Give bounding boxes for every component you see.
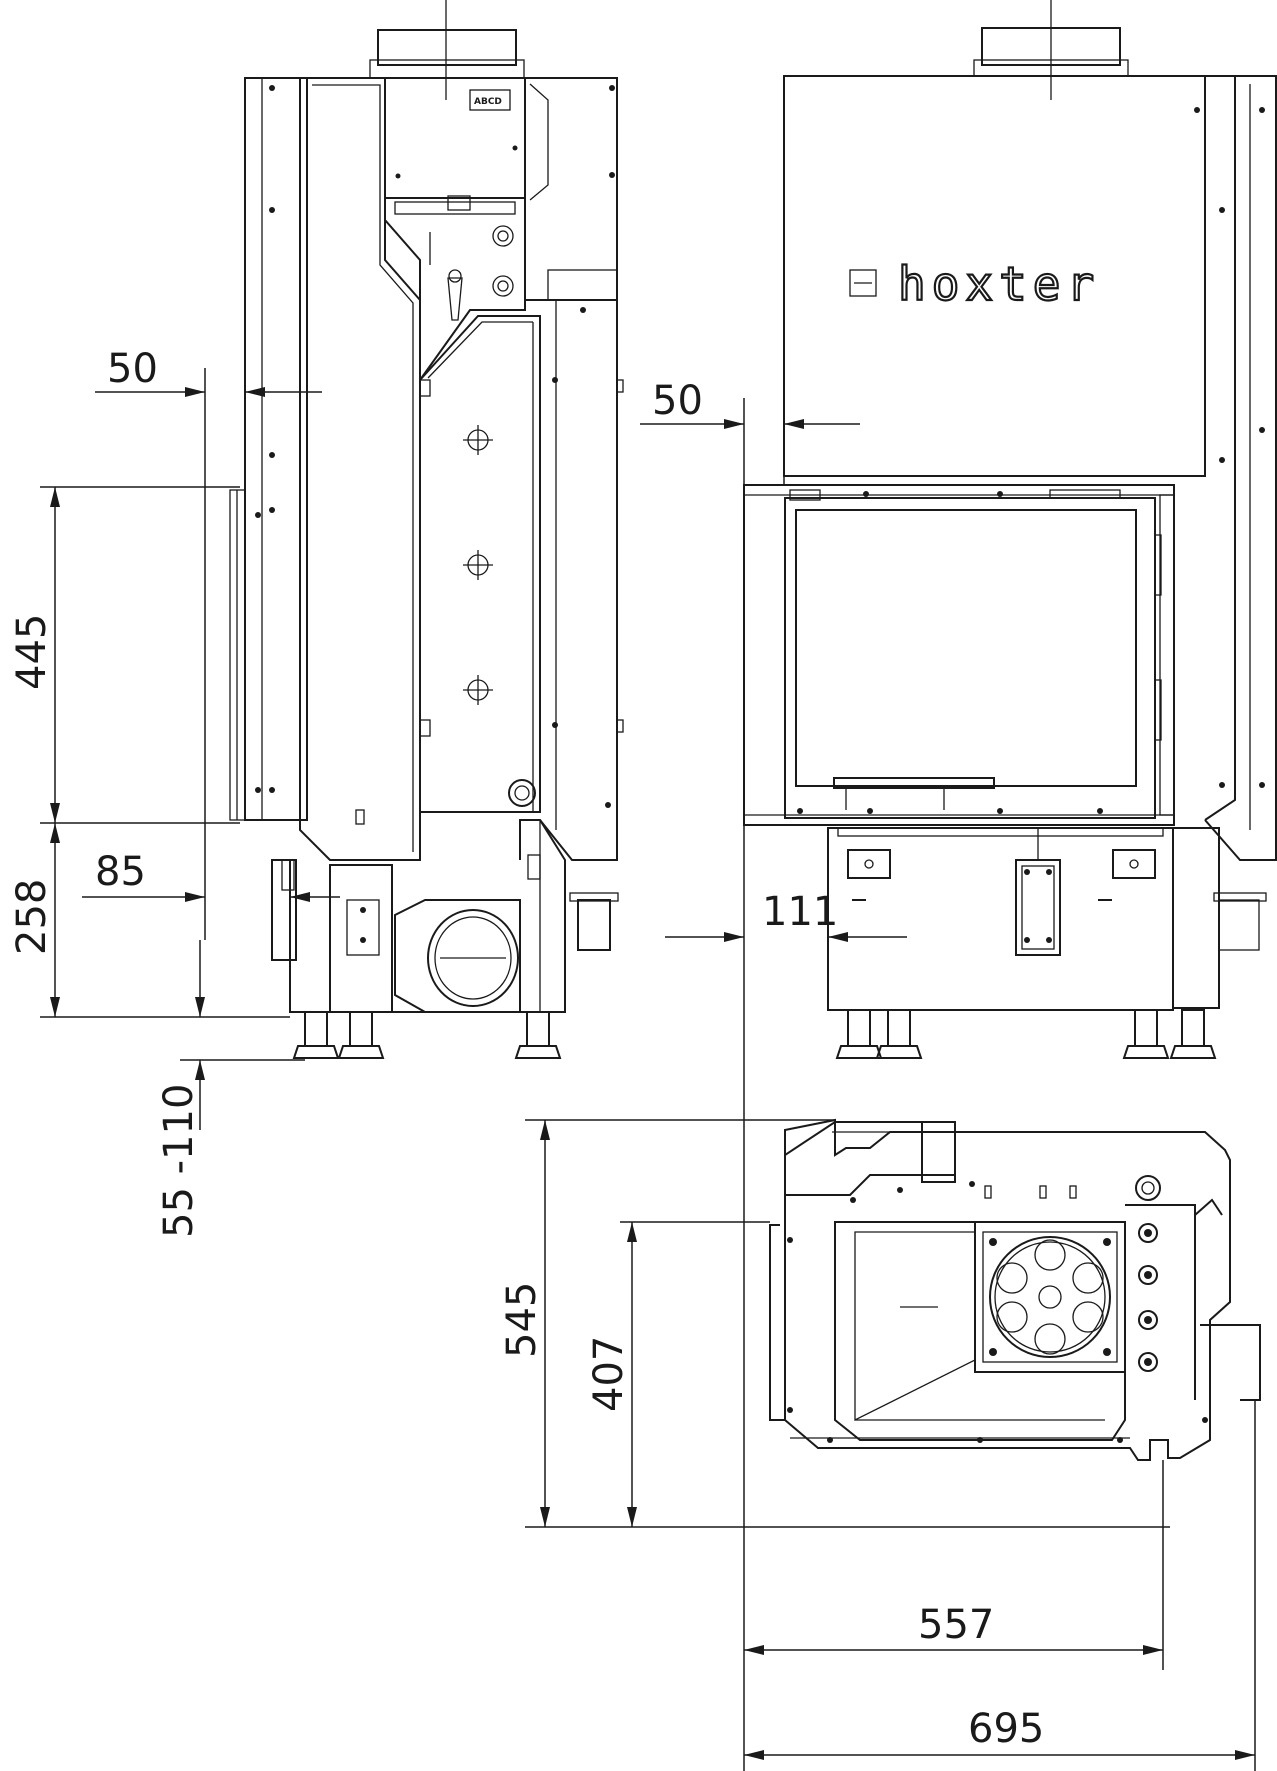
dim-depth-outer: 545 (499, 1282, 545, 1358)
dim-front-offset-base: 111 (762, 889, 838, 935)
dim-glass-height: 445 (9, 614, 55, 690)
dim-side-offset-base: 85 (95, 849, 146, 895)
front-view: hoxter (743, 0, 1277, 1059)
top-view (769, 1118, 1261, 1461)
dim-width-outer: 695 (968, 1706, 1044, 1752)
nameplate-label: ABCD (474, 97, 502, 107)
dim-side-offset-top: 50 (107, 346, 158, 392)
dimension-lines: 50 445 258 85 55 -110 50 111 (9, 346, 1256, 1771)
dim-feet-range: 55 -110 (156, 1084, 202, 1238)
dim-depth-inner: 407 (586, 1336, 632, 1412)
dim-front-offset-top: 50 (652, 378, 703, 424)
brand-logo: hoxter (849, 256, 1100, 312)
side-view: ABCD (229, 0, 624, 1059)
brand-logo-text: hoxter (898, 257, 1100, 311)
dim-width-inner: 557 (918, 1602, 994, 1648)
dim-base-height: 258 (9, 879, 55, 955)
